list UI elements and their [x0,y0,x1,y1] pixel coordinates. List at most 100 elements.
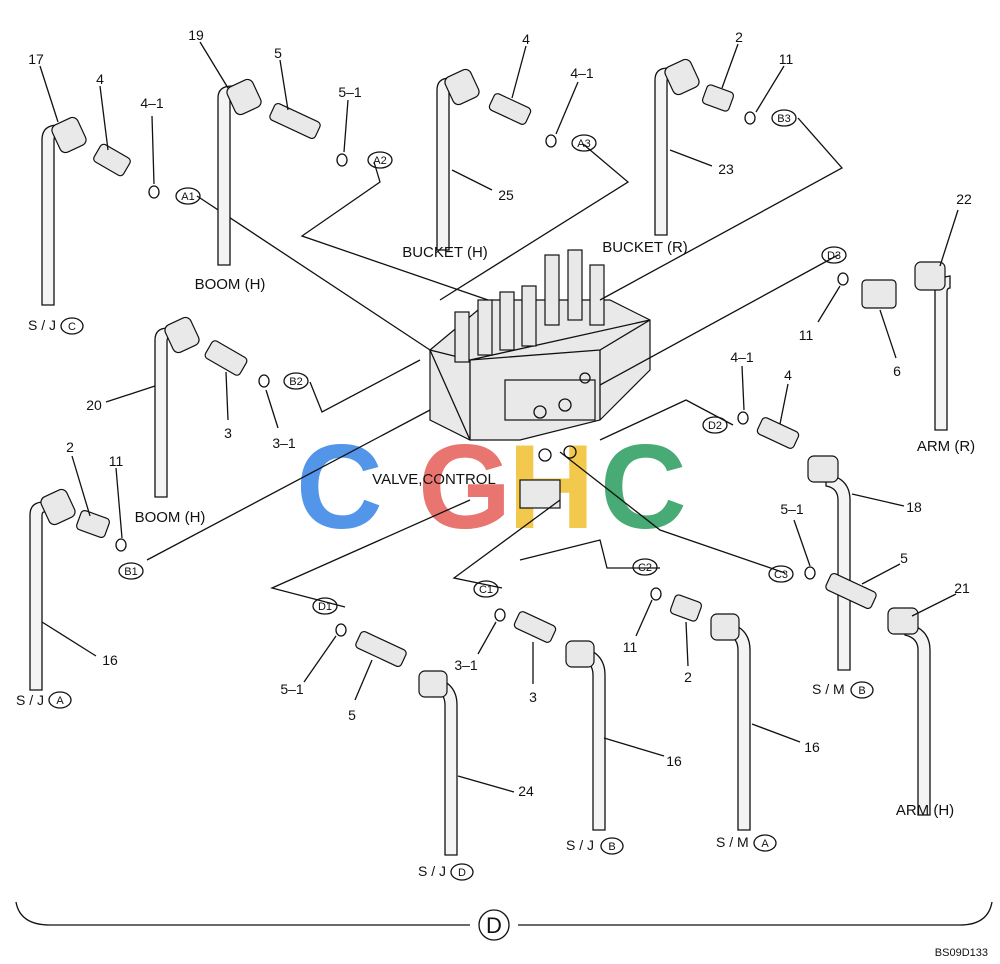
callout-22: 22 [956,191,972,207]
o-rings [115,111,849,637]
part-numbers: 17 4 4–1 19 5 5–1 4 4–1 2 11 25 23 22 11… [28,27,972,799]
label-bucket-r: BUCKET (R) [602,239,688,256]
hoses [29,58,951,856]
control-valve [428,249,651,509]
callout-5-1-b: 5–1 [780,501,804,517]
tag-c2: C2 [632,558,658,576]
callout-24: 24 [518,783,534,799]
svg-text:A2: A2 [373,155,386,167]
callout-3: 3 [224,425,232,441]
svg-text:A: A [761,838,769,850]
tag-d1: D1 [312,597,338,615]
callout-21: 21 [954,580,970,596]
port-tag-sm-b: S / M B [812,681,874,699]
label-boom-h-upper: BOOM (H) [195,276,266,293]
callout-5-b: 5 [900,550,908,566]
callout-2: 2 [735,29,743,45]
port-tag-sm-a: S / M A [716,834,777,852]
tag-b1: B1 [118,562,144,580]
callout-3-b: 3 [529,689,537,705]
svg-text:B: B [608,841,615,853]
callout-16-c: 16 [804,739,820,755]
tag-d2: D2 [702,416,728,434]
callout-2-c: 2 [684,669,692,685]
callout-11-c: 11 [109,453,124,469]
svg-text:A1: A1 [181,191,194,203]
callout-11-b: 11 [799,327,814,343]
drawing-code: BS09D133 [935,947,988,959]
tag-d3: D3 [821,246,847,264]
section-mark-d: D [486,913,502,938]
tag-b3: B3 [771,109,797,127]
callout-4-b: 4 [522,31,530,47]
group-labels: BOOM (H) BUCKET (H) BUCKET (R) ARM (R) B… [135,239,976,819]
svg-text:A: A [56,695,64,707]
svg-text:S / M: S / M [716,834,749,850]
watermark-letter-4: C [600,420,687,554]
callout-11: 11 [779,51,794,67]
tag-a1: A1 [175,187,201,205]
callout-4-1: 4–1 [140,95,164,111]
tag-a2: A2 [367,151,393,169]
tag-b2: B2 [283,372,309,390]
callout-16: 16 [102,652,118,668]
svg-text:A3: A3 [577,138,590,150]
tag-c1: C1 [473,580,499,598]
callout-4-c: 4 [784,367,792,383]
svg-text:D1: D1 [318,601,332,613]
port-tag-sj-b: S / J B [566,837,624,855]
label-arm-r: ARM (R) [917,438,975,455]
callout-5: 5 [274,45,282,61]
svg-text:B2: B2 [289,376,302,388]
callout-17: 17 [28,51,44,67]
callout-19: 19 [188,27,204,43]
callout-23: 23 [718,161,734,177]
tag-a3: A3 [571,134,597,152]
svg-text:S / M: S / M [812,681,845,697]
svg-text:S / J: S / J [418,863,446,879]
svg-text:S / J: S / J [566,837,594,853]
circle-tags: A1 A2 A3 B3 B2 B1 D3 D2 C3 C2 C1 D1 [118,109,847,615]
svg-text:D3: D3 [827,250,841,262]
svg-text:D: D [458,867,466,879]
svg-text:D2: D2 [708,420,722,432]
callout-4-1-b: 4–1 [570,65,594,81]
callout-5-1: 5–1 [338,84,362,100]
svg-text:S / J: S / J [16,692,44,708]
svg-text:B: B [858,685,865,697]
label-boom-h-lower: BOOM (H) [135,509,206,526]
port-tag-sj-c: S / J C [28,317,84,335]
svg-text:C2: C2 [638,562,652,574]
watermark-letter-1: C [296,420,383,554]
callout-11-d: 11 [623,639,638,655]
section-brace: D [15,901,993,941]
callout-5-c: 5 [348,707,356,723]
callout-4-1-c: 4–1 [730,349,754,365]
label-arm-h: ARM (H) [896,802,954,819]
callout-20: 20 [86,397,102,413]
svg-text:C: C [68,321,76,333]
svg-text:C1: C1 [479,584,493,596]
callout-3-1-b: 3–1 [454,657,478,673]
callout-18: 18 [906,499,922,515]
tag-c3: C3 [768,565,794,583]
callout-4: 4 [96,71,104,87]
watermark-letter-2: G [418,420,511,554]
svg-text:B3: B3 [777,113,790,125]
label-valve-control: VALVE,CONTROL [372,471,496,488]
fittings [76,84,897,668]
callout-2-b: 2 [66,439,74,455]
callout-16-b: 16 [666,753,682,769]
port-tag-sj-d: S / J D [418,863,474,881]
svg-text:C3: C3 [774,569,788,581]
callout-25: 25 [498,187,514,203]
callout-6: 6 [893,363,901,379]
callout-3-1: 3–1 [272,435,296,451]
port-tags: S / J C S / J A S / J D S / J B S / M A S / M… [16,317,874,881]
label-bucket-h: BUCKET (H) [402,244,488,261]
svg-text:B1: B1 [124,566,137,578]
svg-text:S / J: S / J [28,317,56,333]
callout-5-1-c: 5–1 [280,681,304,697]
